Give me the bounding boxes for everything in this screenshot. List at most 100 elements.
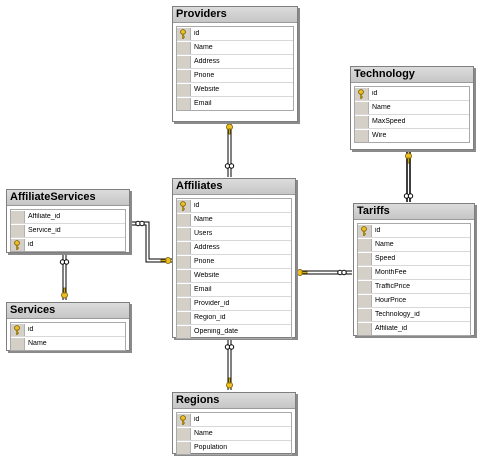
row-selector — [358, 322, 372, 335]
column-name: Service_id — [28, 227, 61, 234]
column-row[interactable]: Provider_id — [177, 297, 291, 311]
column-name: MonthFee — [375, 269, 407, 276]
column-row[interactable]: Name — [177, 213, 291, 227]
column-row[interactable]: TrafficPrice — [358, 280, 470, 294]
key-end-icon — [226, 377, 233, 389]
column-row[interactable]: Wire — [355, 129, 469, 142]
row-selector — [177, 69, 191, 82]
many-marker — [224, 344, 235, 350]
key-end-icon — [61, 287, 68, 299]
many-marker — [337, 269, 347, 276]
many-marker — [135, 220, 145, 227]
row-selector — [358, 308, 372, 321]
many-marker — [403, 193, 414, 199]
column-name: Name — [28, 340, 47, 347]
column-name: Name — [375, 241, 394, 248]
key-end-icon — [160, 257, 172, 264]
column-row[interactable]: Pnone — [177, 69, 293, 83]
column-name: MaxSpeed — [372, 118, 406, 125]
column-row[interactable]: Affiliate_id — [11, 210, 125, 224]
column-name: Pnone — [194, 258, 215, 265]
column-row[interactable]: id — [11, 238, 125, 251]
column-row[interactable]: Address — [177, 55, 293, 69]
column-name: Region_id — [194, 314, 226, 321]
column-row[interactable]: Website — [177, 269, 291, 283]
column-name: Technology_id — [375, 311, 420, 318]
row-selector — [177, 55, 191, 68]
key-end-icon — [405, 152, 412, 164]
column-row[interactable]: MonthFee — [358, 266, 470, 280]
column-row[interactable]: Region_id — [177, 311, 291, 325]
column-row[interactable]: Pnone — [177, 255, 291, 269]
row-selector — [358, 266, 372, 279]
column-name: Email — [194, 100, 212, 107]
column-name: HourPrice — [375, 297, 407, 304]
relationship-affiliates-affiliateservices[interactable] — [131, 221, 172, 263]
column-name: Website — [194, 272, 220, 279]
column-row[interactable]: Service_id — [11, 224, 125, 238]
column-row[interactable]: Technology_id — [358, 308, 470, 322]
column-row[interactable]: id — [177, 413, 291, 427]
row-selector — [358, 252, 372, 265]
column-name: Name — [194, 430, 213, 437]
column-row[interactable]: Opening_date — [177, 325, 291, 338]
column-row[interactable]: Name — [177, 41, 293, 55]
column-row[interactable]: Users — [177, 227, 291, 241]
table-title: Regions — [173, 393, 295, 409]
row-selector — [177, 269, 191, 282]
column-name: id — [194, 202, 200, 209]
column-name: Address — [194, 58, 220, 65]
column-row[interactable]: Website — [177, 83, 293, 97]
column-row[interactable]: id — [11, 323, 125, 337]
column-name: id — [375, 227, 381, 234]
column-row[interactable]: Address — [177, 241, 291, 255]
column-row[interactable]: Speed — [358, 252, 470, 266]
column-row[interactable]: Name — [11, 337, 125, 350]
column-row[interactable]: Name — [177, 427, 291, 441]
many-marker — [59, 259, 70, 265]
table-title: Affiliates — [173, 179, 295, 195]
many-marker — [224, 163, 235, 169]
row-selector — [11, 224, 25, 237]
column-row[interactable]: Email — [177, 283, 291, 297]
column-name: Affiliate_id — [28, 213, 61, 220]
column-name: Address — [194, 244, 220, 251]
column-name: Opening_date — [194, 328, 238, 335]
primary-key-icon — [177, 413, 191, 426]
column-name: Provider_id — [194, 300, 230, 307]
column-row[interactable]: id — [177, 27, 293, 41]
row-selector — [358, 280, 372, 293]
column-row[interactable]: HourPrice — [358, 294, 470, 308]
column-row[interactable]: id — [177, 199, 291, 213]
column-name: Users — [194, 230, 213, 237]
column-row[interactable]: Email — [177, 97, 293, 110]
table-title: Services — [7, 303, 129, 319]
column-name: Name — [372, 104, 391, 111]
column-row[interactable]: id — [355, 87, 469, 101]
primary-key-icon — [355, 87, 369, 100]
primary-key-icon — [358, 224, 372, 237]
column-name: id — [372, 90, 378, 97]
column-row[interactable]: Affiliate_id — [358, 322, 470, 335]
column-row[interactable]: Population — [177, 441, 291, 454]
column-name: TrafficPrice — [375, 283, 411, 290]
column-row[interactable]: Name — [358, 238, 470, 252]
column-row[interactable]: id — [358, 224, 470, 238]
column-row[interactable]: MaxSpeed — [355, 115, 469, 129]
row-selector — [177, 297, 191, 310]
row-selector — [177, 213, 191, 226]
column-name: Pnone — [194, 72, 215, 79]
table-title: Providers — [173, 7, 297, 23]
row-selector — [11, 210, 25, 223]
column-row[interactable]: Name — [355, 101, 469, 115]
